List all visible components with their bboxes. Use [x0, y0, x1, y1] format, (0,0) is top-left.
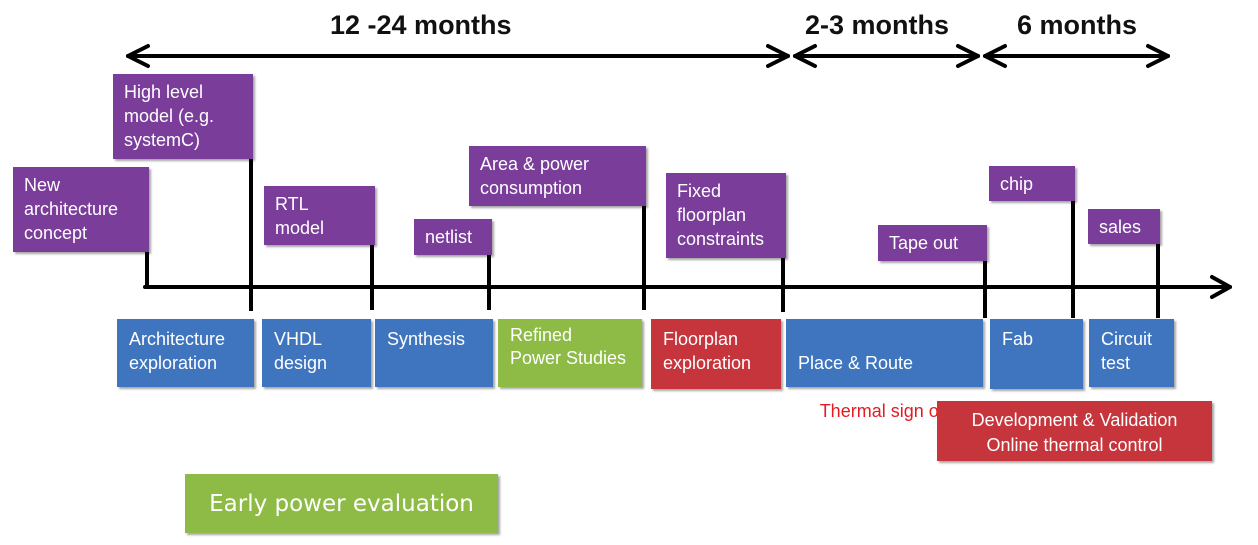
duration-arrow-2-3-months	[793, 44, 980, 68]
milestone-tape-out: Tape out	[878, 225, 987, 261]
development-validation-box: Development & Validation Online thermal …	[937, 401, 1212, 461]
early-power-evaluation-box: Early power evaluation	[185, 474, 498, 533]
development-line-2: Online thermal control	[986, 435, 1163, 455]
duration-label-6-months: 6 months	[1017, 10, 1138, 40]
milestone-netlist: netlist	[414, 219, 492, 255]
phase-floorplan-exploration: Floorplan exploration	[651, 319, 781, 389]
phase-refined-power-studies: Refined Power Studies	[498, 319, 642, 387]
development-line-1: Development & Validation	[971, 410, 1178, 430]
phase-synthesis: Synthesis	[375, 319, 493, 387]
milestone-area-power-consumption: Area & power consumption	[469, 146, 646, 206]
milestone-chip: chip	[989, 166, 1075, 201]
milestone-high-level-model: High level model (e.g. systemC)	[113, 74, 253, 159]
duration-label-2-3-months: 2-3 months	[805, 10, 950, 40]
tick-netlist	[487, 255, 491, 310]
tick-new-architecture	[145, 252, 149, 287]
place-route-prefix: w.	[798, 401, 820, 421]
phase-fab: Fab	[990, 319, 1083, 389]
tick-area-power	[642, 205, 646, 310]
milestone-sales: sales	[1088, 209, 1160, 244]
tick-sales	[1156, 243, 1160, 318]
milestone-new-architecture-concept: New architecture concept	[13, 167, 149, 252]
thermal-sign-off-label: Thermal sign off	[819, 401, 949, 421]
place-route-label: Place & Route	[798, 353, 914, 373]
tick-fixed-floorplan	[781, 258, 785, 312]
tick-rtl-model	[370, 245, 374, 310]
phase-circuit-test: Circuit test	[1089, 319, 1174, 387]
phase-vhdl-design: VHDL design	[262, 319, 371, 387]
duration-arrow-6-months	[983, 44, 1170, 68]
phase-architecture-exploration: Architecture exploration	[117, 319, 254, 387]
milestone-rtl-model: RTL model	[264, 186, 375, 245]
milestone-fixed-floorplan-constraints: Fixed floorplan constraints	[666, 173, 786, 258]
tick-chip	[1071, 200, 1075, 318]
tick-high-level-model	[249, 159, 253, 311]
tick-tape-out	[983, 260, 987, 318]
duration-label-12-24-months: 12 -24 months	[330, 10, 512, 40]
duration-arrow-12-24-months	[126, 44, 790, 68]
phase-place-and-route: Place & Route w. Thermal sign off	[786, 319, 983, 421]
timeline-axis	[143, 275, 1232, 299]
